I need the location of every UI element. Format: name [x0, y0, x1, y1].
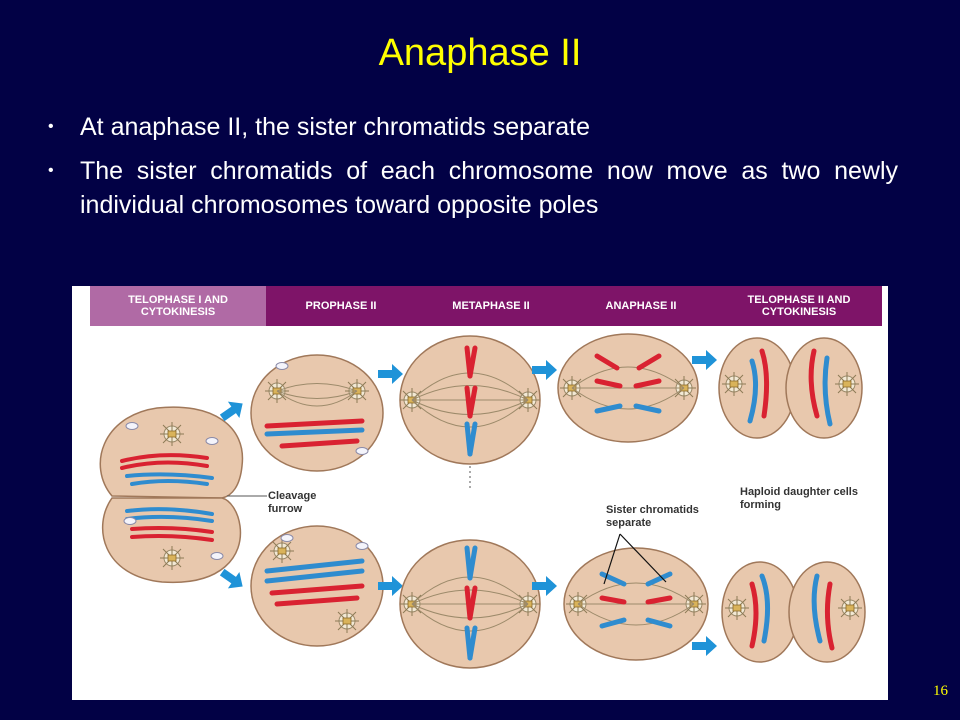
- meiosis-diagram: [99, 333, 866, 669]
- metaphase2-lower-cell: [399, 539, 541, 669]
- phase-header-telophase1: TELOPHASE I AND CYTOKINESIS: [90, 286, 266, 326]
- telophase2-upper-cells: [718, 337, 863, 439]
- slide-title: Anaphase II: [378, 32, 582, 74]
- bullet-list: • At anaphase II, the sister chromatids s…: [48, 110, 898, 232]
- phase-header-bar: [266, 286, 882, 326]
- arrow-icon: [378, 364, 403, 384]
- bullet-text: At anaphase II, the sister chromatids se…: [80, 113, 590, 141]
- cleavage-furrow-label: Cleavage furrow: [268, 490, 317, 515]
- phase-header-anaphase2: ANAPHASE II: [605, 300, 677, 312]
- metaphase2-upper-cell: [399, 335, 541, 465]
- telophase1-lower-cell: [101, 497, 242, 584]
- telophase2-lower-cells: [721, 561, 866, 663]
- bullet-item: • The sister chromatids of each chromosom…: [48, 154, 898, 222]
- sister-chromatid-pointers: [603, 533, 667, 585]
- haploid-cells-label: Haploid daughter cells forming: [740, 486, 858, 511]
- prophase2-lower-cell: [250, 525, 384, 647]
- phase-header-prophase2: PROPHASE II: [305, 300, 377, 312]
- slide-number: 16: [933, 683, 948, 699]
- arrow-icon: [692, 350, 717, 370]
- phase-header-telophase2: TELOPHASE II AND CYTOKINESIS: [747, 294, 851, 318]
- anaphase2-lower-cell: [563, 547, 709, 661]
- bullet-text: The sister chromatids of each chromosome…: [80, 157, 898, 219]
- bullet-dot: •: [48, 118, 54, 135]
- meiosis-figure: TELOPHASE I AND CYTOKINESIS PROPHASE II …: [72, 286, 888, 700]
- phase-header-metaphase2: METAPHASE II: [452, 300, 530, 312]
- bullet-item: • At anaphase II, the sister chromatids s…: [48, 110, 898, 144]
- anaphase2-upper-cell: [557, 333, 699, 443]
- arrow-icon: [692, 636, 717, 656]
- telophase1-upper-cell: [99, 406, 244, 499]
- prophase2-upper-cell: [250, 354, 384, 472]
- sister-chromatids-label: Sister chromatids separate: [606, 504, 699, 529]
- bullet-dot: •: [48, 162, 54, 179]
